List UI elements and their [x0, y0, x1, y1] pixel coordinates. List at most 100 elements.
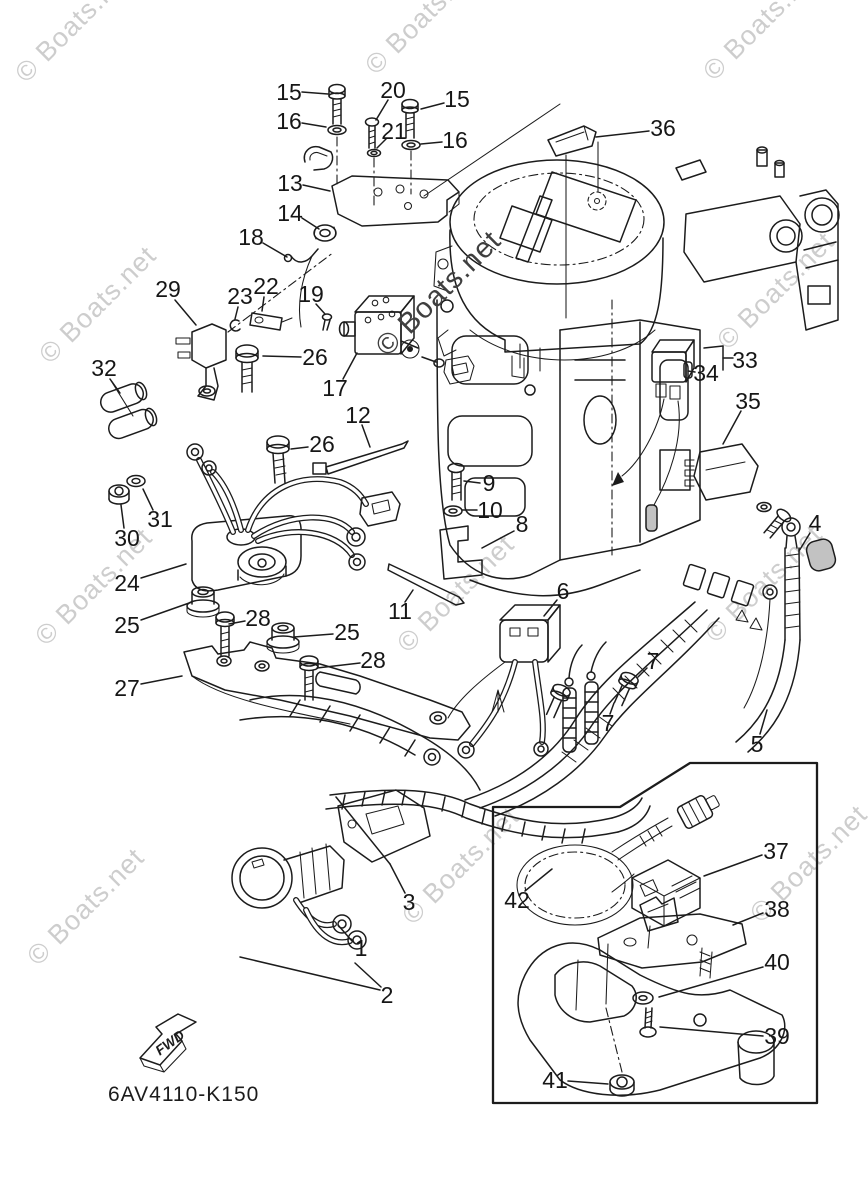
collar-25-right [266, 622, 300, 654]
leader-line-32 [109, 378, 121, 394]
callout-26: 26 [309, 431, 335, 457]
leader-lines [109, 91, 811, 1085]
bolt-15-right [401, 98, 419, 139]
leader-line-3 [389, 863, 406, 894]
pin-34 [683, 361, 693, 379]
cable-tie-12 [312, 440, 409, 475]
callout-11: 11 [388, 598, 412, 624]
callout-20: 20 [380, 77, 406, 103]
callout-24: 24 [114, 570, 140, 596]
leader-line-23 [234, 306, 239, 320]
ring-terminal [457, 741, 475, 759]
callout-30: 30 [114, 525, 140, 551]
rod-18-end [283, 253, 293, 263]
callout-3: 3 [403, 889, 416, 915]
leader-line-25 [140, 601, 193, 621]
callout-10: 10 [477, 497, 503, 523]
callout-16: 16 [276, 108, 302, 134]
collar-25-left [186, 586, 220, 618]
watermark-text: © Boats.net [359, 0, 488, 80]
washer-10 [443, 505, 463, 517]
clip-36 [547, 125, 597, 157]
leader-line-26 [290, 446, 309, 450]
leader-line-7 [637, 667, 648, 678]
insert-arrow [491, 689, 505, 713]
bracket-38 [597, 896, 747, 979]
callout-25: 25 [114, 612, 140, 638]
callout-8: 8 [516, 511, 529, 537]
battery-cable-4 [735, 517, 837, 753]
callout-28: 28 [245, 605, 271, 631]
inset-base-plate [517, 942, 786, 1096]
relay-33 [651, 339, 695, 400]
engine-line-art: FWD 6AV4110-K150 [99, 83, 840, 1106]
washer-40 [632, 991, 654, 1005]
callout-27: 27 [114, 675, 140, 701]
leader-line-35 [722, 410, 742, 445]
leader-line-37 [703, 854, 763, 877]
watermark-text: © Boats.net [699, 519, 828, 648]
leader-line-2 [354, 962, 382, 988]
leader-line-28 [316, 662, 361, 669]
ring-terminal [348, 553, 366, 571]
callout-18: 18 [238, 224, 264, 250]
washer-16-left [327, 124, 347, 136]
callout-2: 2 [381, 982, 394, 1008]
fwd-arrow: FWD [139, 1013, 197, 1073]
watermark-text: © Boats.net [21, 842, 150, 971]
leader-line-34 [687, 370, 696, 373]
wire-cap [645, 504, 658, 532]
leader-line-41 [567, 1080, 609, 1085]
bracket-13 [331, 175, 460, 227]
callout-22: 22 [253, 273, 279, 299]
callout-33: 33 [732, 347, 758, 373]
watermark-text: © Boats.net [697, 0, 826, 86]
leader-line-15 [301, 91, 329, 95]
engine-block [436, 299, 701, 597]
callout-21: 21 [381, 118, 407, 144]
ring-terminal [186, 443, 204, 461]
callout-7: 7 [602, 710, 615, 736]
leader-line-16 [301, 122, 327, 128]
callout-40: 40 [764, 949, 790, 975]
leader-line-5 [759, 709, 768, 735]
leader-line-31 [142, 488, 154, 511]
leader-line-1 [337, 924, 353, 942]
harness-guide [325, 789, 651, 844]
rod-11 [387, 563, 465, 606]
leader-line-28 [228, 620, 246, 625]
caps-32 [99, 381, 158, 440]
callout-19: 19 [298, 281, 324, 307]
leader-line-22 [261, 296, 265, 312]
callout-38: 38 [764, 896, 790, 922]
callout-5: 5 [751, 731, 764, 757]
callout-1: 1 [355, 935, 368, 961]
leader-line-13 [302, 184, 331, 192]
ring-terminal [201, 460, 217, 476]
leader-line-17 [342, 352, 358, 380]
callout-26: 26 [302, 344, 328, 370]
leader-line-8 [481, 530, 515, 549]
washer-16-right [401, 139, 421, 151]
leader-line-9 [463, 480, 481, 484]
callout-23: 23 [227, 283, 253, 309]
callout-12: 12 [345, 402, 371, 428]
ring-terminal [423, 748, 441, 766]
accessory-socket [231, 789, 431, 909]
leader-line-25 [293, 633, 334, 638]
callout-35: 35 [735, 388, 761, 414]
connector-2pin [359, 491, 401, 527]
wire-harness-5 [464, 563, 763, 817]
leader-line-6 [543, 599, 558, 617]
callout-36: 36 [650, 115, 676, 141]
ring-terminal-1 [332, 914, 352, 934]
leader-line-14 [301, 217, 320, 230]
inset-content [516, 795, 786, 1097]
bolt-28-left [215, 611, 235, 657]
leader-line-11 [404, 589, 414, 603]
relay-17 [338, 295, 475, 385]
nut-30 [108, 484, 130, 505]
leader-line-21 [376, 138, 387, 149]
